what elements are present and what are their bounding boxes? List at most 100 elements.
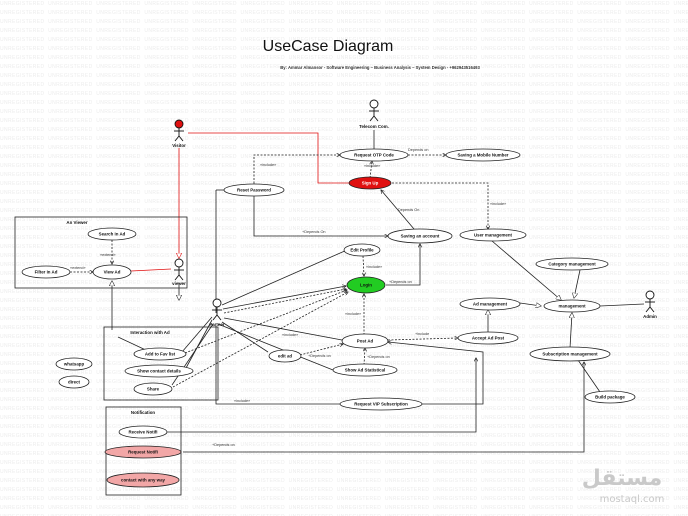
mostaql-logo: مستقل mostaql.com <box>582 466 665 505</box>
actor-admin[interactable] <box>645 290 655 313</box>
usecase-request-otp[interactable] <box>339 148 409 162</box>
usecase-reset-password[interactable] <box>223 183 285 197</box>
link-partner-contact <box>185 319 213 369</box>
link-visitor-signup <box>188 132 357 184</box>
usecase-edit-ad[interactable] <box>268 349 302 363</box>
usecase-whatsapp[interactable] <box>55 357 93 371</box>
link-notifi-sub <box>183 362 584 453</box>
label-edit-profile: Edit Profile <box>350 248 374 253</box>
label-depends-editad-postad: +Depends on <box>308 354 331 358</box>
usecase-show-ad-statistical[interactable] <box>332 363 398 377</box>
relation-labels: Depends on «include» «include» «include»… <box>70 148 506 447</box>
usecase-user-management[interactable] <box>459 228 527 242</box>
usecase-post-ad[interactable] <box>341 333 389 349</box>
label-ad-management: Ad management <box>473 302 508 307</box>
actor-partner[interactable] <box>212 298 222 321</box>
usecase-add-to-fav[interactable] <box>133 347 187 361</box>
label-include-signup-otp: «include» <box>364 164 380 168</box>
link-reset-otp <box>253 155 340 187</box>
brand-latin: mostaql.com <box>600 494 665 505</box>
label-receive-notifi: Receive Notifi <box>128 430 157 435</box>
actor-label-viewer: viewer <box>172 281 186 286</box>
link-sub-mgmt <box>570 313 572 349</box>
usecase-edit-profile[interactable] <box>343 243 381 257</box>
usecase-share[interactable] <box>133 382 173 396</box>
link-partner-vip <box>215 326 341 405</box>
link-editad-postad <box>299 344 343 356</box>
usecase-contact-any-way[interactable] <box>106 472 180 488</box>
link-catmgmt-mgmt <box>574 269 581 298</box>
usecase-search-ad[interactable] <box>87 227 137 241</box>
link-partner-login-2 <box>223 289 346 314</box>
label-search-ad: Search in Ad <box>99 232 126 237</box>
link-partner-editprofile <box>221 249 348 306</box>
label-subscription-management: Subscription management <box>542 352 598 357</box>
usecase-direct[interactable] <box>58 375 90 389</box>
label-show-ad-statistical: Show Ad Statistical <box>345 368 386 373</box>
link-partner-stats <box>217 323 334 371</box>
usecase-sign-up[interactable] <box>348 176 392 190</box>
usecase-request-notifi[interactable] <box>104 445 182 459</box>
link-partner-editad <box>221 321 269 353</box>
usecase-category-management[interactable] <box>535 257 609 271</box>
label-build-package: Build package <box>595 395 625 400</box>
actor-telecom[interactable] <box>369 99 379 122</box>
label-accept-ad-post: Accept Ad Post <box>472 336 505 341</box>
notification-box-title: Notification <box>131 410 155 415</box>
label-direct: direct <box>68 380 80 385</box>
label-whatsapp: whatsapp <box>63 362 85 367</box>
usecase-management[interactable] <box>543 299 601 313</box>
link-usermgmt-mgmt <box>491 240 561 300</box>
link-partner-login-1 <box>222 286 346 310</box>
label-depends-account-signup: Depends On <box>398 208 419 212</box>
usecase-show-contact[interactable] <box>124 364 194 378</box>
an-viewer-box <box>14 216 188 289</box>
link-vip-postad <box>388 342 484 405</box>
label-include-partner-postad: «include» <box>282 333 298 337</box>
link-editprofile-login <box>363 255 364 276</box>
usecase-login[interactable] <box>346 276 386 294</box>
label-login: Login <box>360 283 372 288</box>
actor-viewer[interactable] <box>174 258 184 281</box>
usecase-request-vip[interactable] <box>339 397 423 411</box>
label-request-notifi: Request Notifi <box>128 450 158 455</box>
link-signup-otp <box>370 161 372 179</box>
usecase-build-package[interactable] <box>584 390 636 404</box>
brand-arabic: مستقل <box>582 466 662 491</box>
link-partner-postad <box>223 317 343 341</box>
link-share-login <box>172 292 348 388</box>
use-cases <box>21 148 636 488</box>
link-reset-account <box>253 196 388 236</box>
usecase-saving-mobile[interactable] <box>445 148 521 162</box>
link-account-signup <box>381 190 415 230</box>
usecase-saving-account[interactable] <box>387 228 453 244</box>
usecase-receive-notifi[interactable] <box>118 425 168 439</box>
label-category-management: Category management <box>548 262 596 267</box>
actor-label-visitor: Visitor <box>172 143 186 148</box>
usecase-view-ad[interactable] <box>92 264 132 280</box>
link-admgmt-mgmt <box>519 303 541 306</box>
actor-label-admin: Admin <box>643 314 657 319</box>
actors <box>174 99 655 321</box>
label-depends-stats-postad: +Depends on <box>367 355 390 359</box>
link-partner-fav <box>181 316 213 353</box>
label-include-postad-login: «include» <box>345 312 361 316</box>
interaction-box <box>103 326 219 401</box>
usecase-ad-management[interactable] <box>459 297 521 311</box>
label-management: management <box>558 304 586 309</box>
label-share: Share <box>147 387 160 392</box>
usecase-subscription-management[interactable] <box>529 346 611 362</box>
label-sign-up: Sign Up <box>362 181 379 186</box>
an-viewer-box-title: An Viewer <box>66 220 87 225</box>
usecase-filter-ad[interactable] <box>21 265 71 279</box>
link-signup-usermgmt <box>392 182 488 229</box>
label-post-ad: Post Ad <box>357 339 374 344</box>
actor-label-partner: Partner <box>209 322 225 327</box>
label-filter-ad: Filter in Ad <box>35 270 58 275</box>
link-login-account <box>386 244 420 286</box>
actor-visitor[interactable] <box>174 119 184 142</box>
usecase-accept-ad-post[interactable] <box>457 331 519 345</box>
label-reset-password: Reset Password <box>237 188 271 193</box>
label-depends-reset-account: +Depends On <box>302 230 326 234</box>
